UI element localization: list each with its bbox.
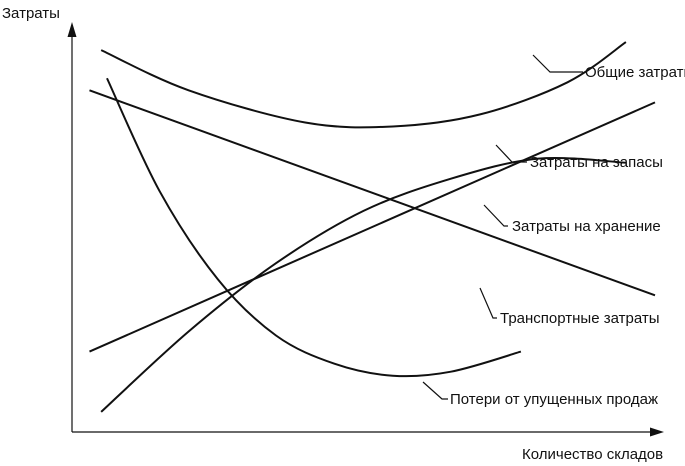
leader-total-cost xyxy=(532,54,583,73)
series-label-total-cost: Общие затраты xyxy=(585,64,685,81)
series-line-storage-cost xyxy=(100,156,626,413)
x-axis-arrow xyxy=(650,427,664,437)
series-line-transport-cost xyxy=(89,89,656,297)
series-line-total-cost xyxy=(100,41,627,129)
leader-storage-cost xyxy=(483,204,508,227)
series-label-storage-cost: Затраты на хранение xyxy=(512,218,661,235)
series-line-lost-sales xyxy=(106,77,522,378)
series-line-inventory-cost xyxy=(89,101,656,353)
series-label-inventory-cost: Затраты на запасы xyxy=(530,154,663,171)
series-label-lost-sales: Потери от упущенных продаж xyxy=(450,391,658,408)
y-axis-arrow xyxy=(67,22,77,37)
leader-transport-cost xyxy=(479,287,497,319)
leader-lost-sales xyxy=(422,381,448,400)
leader-inventory-cost xyxy=(495,144,527,163)
y-axis-label: Затраты xyxy=(2,5,60,22)
x-axis-label: Количество складов xyxy=(522,446,663,463)
series-label-transport-cost: Транспортные затраты xyxy=(500,310,659,327)
